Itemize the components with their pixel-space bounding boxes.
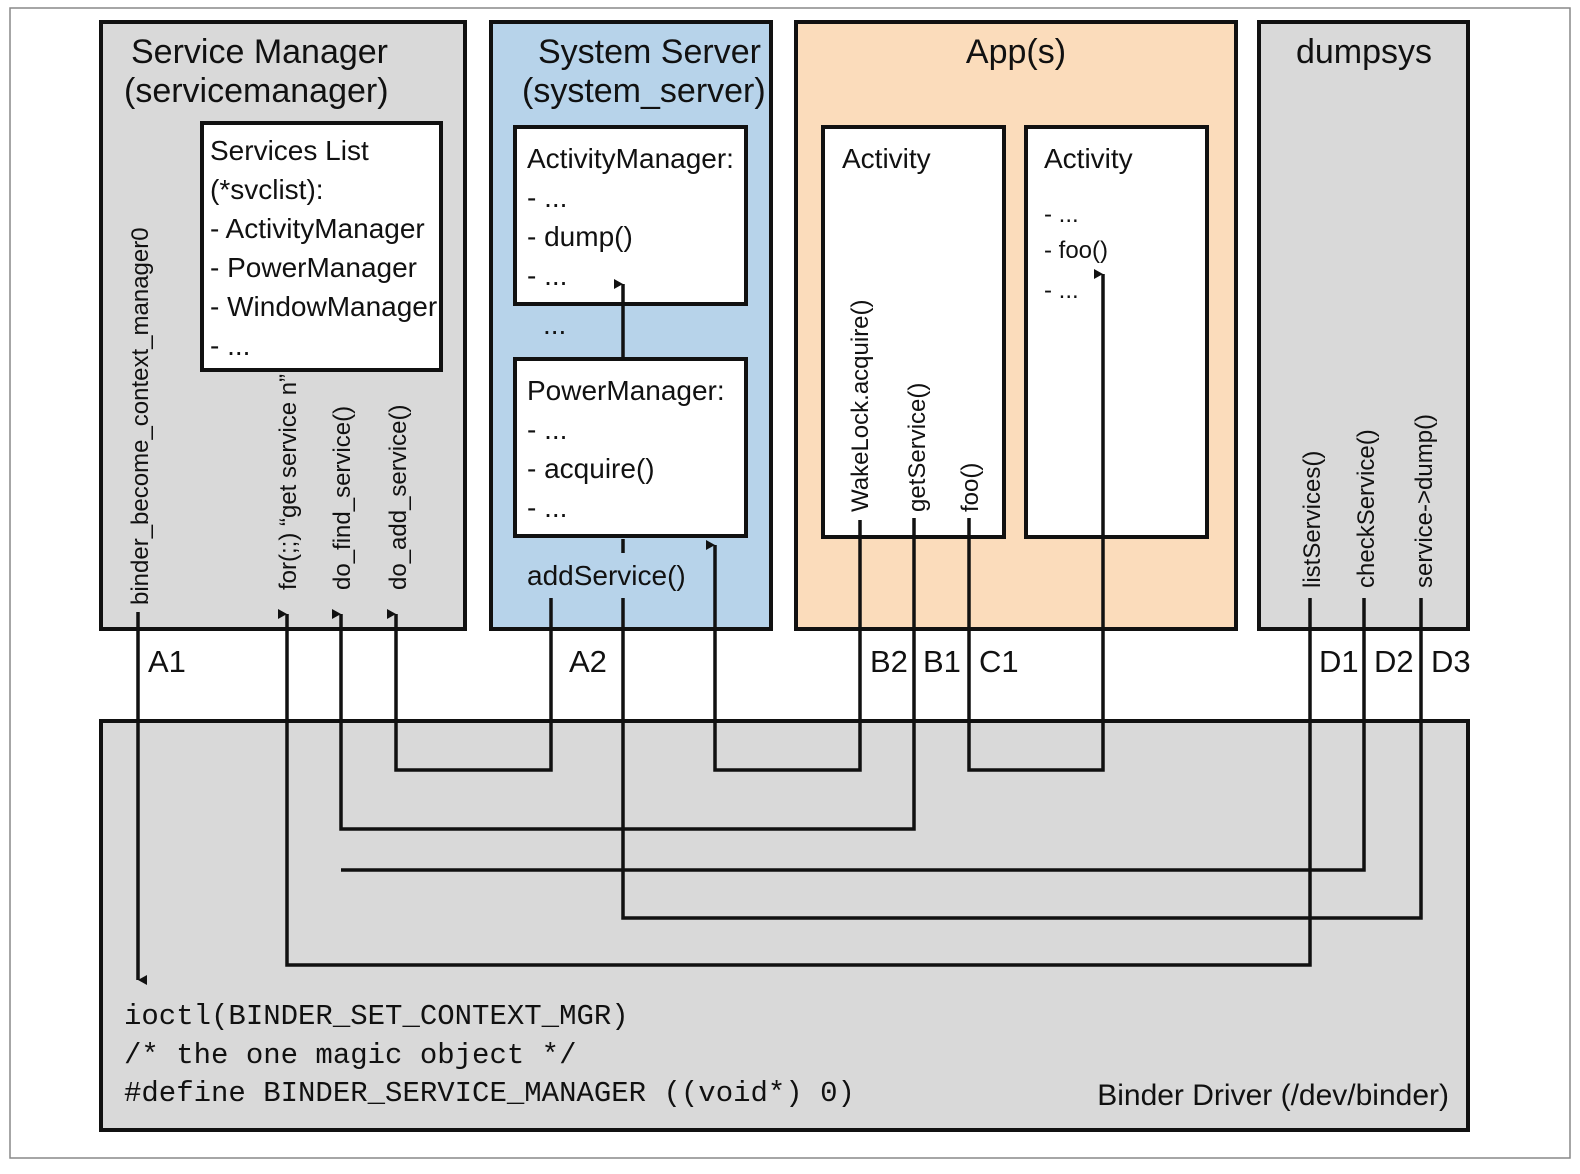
activity-manager-box	[513, 125, 748, 306]
power-manager-line: PowerManager:	[527, 375, 725, 406]
flow-label-d2: D2	[1374, 644, 1414, 679]
do-add-service-label: do_add_service()	[385, 405, 412, 590]
service-manager-panel: Service Manager (servicemanager) Service…	[99, 20, 467, 631]
activity-manager-line: - ...	[527, 260, 567, 291]
binder-code-line: #define BINDER_SERVICE_MANAGER ((void*) …	[124, 1077, 855, 1110]
binder-code-line: ioctl(BINDER_SET_CONTEXT_MGR)	[124, 1000, 629, 1033]
power-manager-line: - ...	[527, 414, 567, 445]
managers-ellipsis: ...	[543, 309, 566, 340]
for-loop-get-service-label: for(;;) “get service n”	[275, 374, 302, 590]
binder-driver-panel: ioctl(BINDER_SET_CONTEXT_MGR) /* the one…	[99, 719, 1470, 1132]
services-list-line: - ...	[210, 330, 250, 361]
power-manager-line: - ...	[527, 492, 567, 523]
list-services-label: listServices()	[1299, 451, 1326, 588]
flow-label-b2: B2	[870, 644, 908, 679]
activity-2-line: - ...	[1044, 201, 1079, 228]
flow-d1-line	[278, 598, 1312, 967]
flow-c1-line	[967, 269, 1105, 772]
activity-manager-line: ActivityManager:	[527, 143, 734, 174]
activity-1-title: Activity	[842, 143, 931, 174]
activity-manager-line: - dump()	[527, 221, 633, 252]
add-service-label: addService()	[527, 560, 686, 591]
services-list-box	[200, 121, 443, 372]
flow-label-b1: B1	[923, 644, 961, 679]
dumpsys-panel: dumpsys listServices() checkService() se…	[1257, 20, 1470, 631]
flow-d3-line	[621, 598, 1423, 920]
services-list-line: (*svclist):	[210, 174, 324, 205]
flow-label-d1: D1	[1319, 644, 1359, 679]
services-list-line: - PowerManager	[210, 252, 417, 283]
services-list-line: - WindowManager	[210, 291, 437, 322]
services-list-line: - ActivityManager	[210, 213, 425, 244]
service-manager-subtitle: (servicemanager)	[124, 72, 389, 110]
service-manager-title: Service Manager	[131, 33, 388, 71]
activity-manager-line: - ...	[527, 182, 567, 213]
flow-label-a1: A1	[148, 644, 186, 679]
activity-2-title: Activity	[1044, 143, 1133, 174]
activity-2-line: - ...	[1044, 277, 1079, 304]
foo-call-label: foo()	[957, 463, 984, 512]
connectors	[136, 269, 1423, 985]
system-server-title: System Server	[538, 33, 761, 71]
power-manager-line: - acquire()	[527, 453, 655, 484]
apps-title: App(s)	[966, 33, 1066, 71]
flow-d2-line	[341, 598, 1366, 872]
power-manager-box	[513, 357, 748, 538]
flow-b1-line	[332, 518, 916, 831]
activity-2-line: - foo()	[1044, 237, 1108, 264]
activity-box-2	[1024, 125, 1209, 539]
dumpsys-title: dumpsys	[1296, 33, 1432, 71]
services-list-line: Services List	[210, 135, 369, 166]
service-dump-label: service->dump()	[1411, 414, 1438, 588]
do-find-service-label: do_find_service()	[329, 406, 356, 590]
binder-driver-label: Binder Driver (/dev/binder)	[1097, 1079, 1449, 1112]
binder-code-line: /* the one magic object */	[124, 1039, 576, 1072]
flow-label-d3: D3	[1431, 644, 1471, 679]
flow-b2-line	[706, 520, 862, 772]
system-server-panel: System Server (system_server) ActivityMa…	[489, 20, 773, 631]
flow-a2-line	[387, 598, 553, 772]
flow-label-a2: A2	[569, 644, 607, 679]
apps-panel: App(s) Activity WakeLock.acquire() getSe…	[794, 20, 1238, 631]
wakelock-acquire-label: WakeLock.acquire()	[847, 299, 874, 512]
binder-become-context-manager-label: binder_become_context_manager0	[127, 227, 154, 605]
flow-labels: A1 A2 B2 B1 C1 D1 D2 D3	[148, 644, 1471, 679]
check-service-label: checkService()	[1353, 429, 1380, 588]
flow-label-c1: C1	[979, 644, 1019, 679]
activity-box-1	[821, 125, 1006, 539]
system-server-subtitle: (system_server)	[522, 72, 766, 110]
get-service-label: getService()	[904, 383, 931, 512]
